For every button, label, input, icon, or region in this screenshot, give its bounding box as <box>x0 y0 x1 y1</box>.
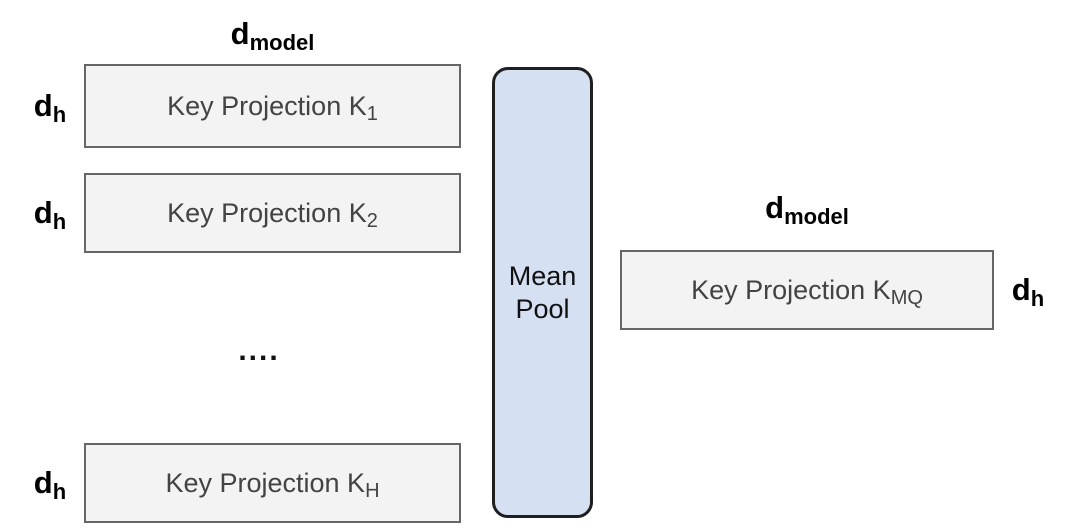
key-projection-box-kmq: Key Projection KMQ <box>620 250 994 330</box>
dh-label-k1: dh <box>24 64 76 148</box>
mean-pool-line1: Mean <box>508 261 577 292</box>
dh-label-kh: dh <box>24 443 76 523</box>
key-projection-box-k1: Key Projection K1 <box>84 64 461 148</box>
dmodel-right-base: d <box>765 190 785 225</box>
key-projection-kh-label: Key Projection KH <box>165 467 380 503</box>
dh-kmq-base: dh <box>1011 272 1045 312</box>
key-projection-box-k2: Key Projection K2 <box>84 173 461 253</box>
dh-label-kmq: dh <box>1000 250 1056 330</box>
dmodel-left-base: d <box>230 16 250 51</box>
dmodel-label-right: dmodel <box>620 190 994 230</box>
ellipsis-dots: .... <box>238 334 280 367</box>
key-projection-kmq-label: Key Projection KMQ <box>691 274 923 310</box>
key-projection-box-kh: Key Projection KH <box>84 443 461 523</box>
dh-label-k2: dh <box>24 173 76 253</box>
dh-kh-base: dh <box>33 465 67 505</box>
dh-k1-base: dh <box>33 88 67 128</box>
dh-k2-base: dh <box>33 195 67 235</box>
mean-pool-node: Mean Pool <box>492 67 593 518</box>
dmodel-left-sub: model <box>249 30 315 56</box>
mean-pool-line2: Pool <box>515 293 570 324</box>
key-projection-k2-label: Key Projection K2 <box>167 197 378 233</box>
dmodel-right-sub: model <box>784 204 849 230</box>
key-projection-k1-label: Key Projection K1 <box>167 90 378 126</box>
dmodel-label-left: dmodel <box>84 16 461 56</box>
